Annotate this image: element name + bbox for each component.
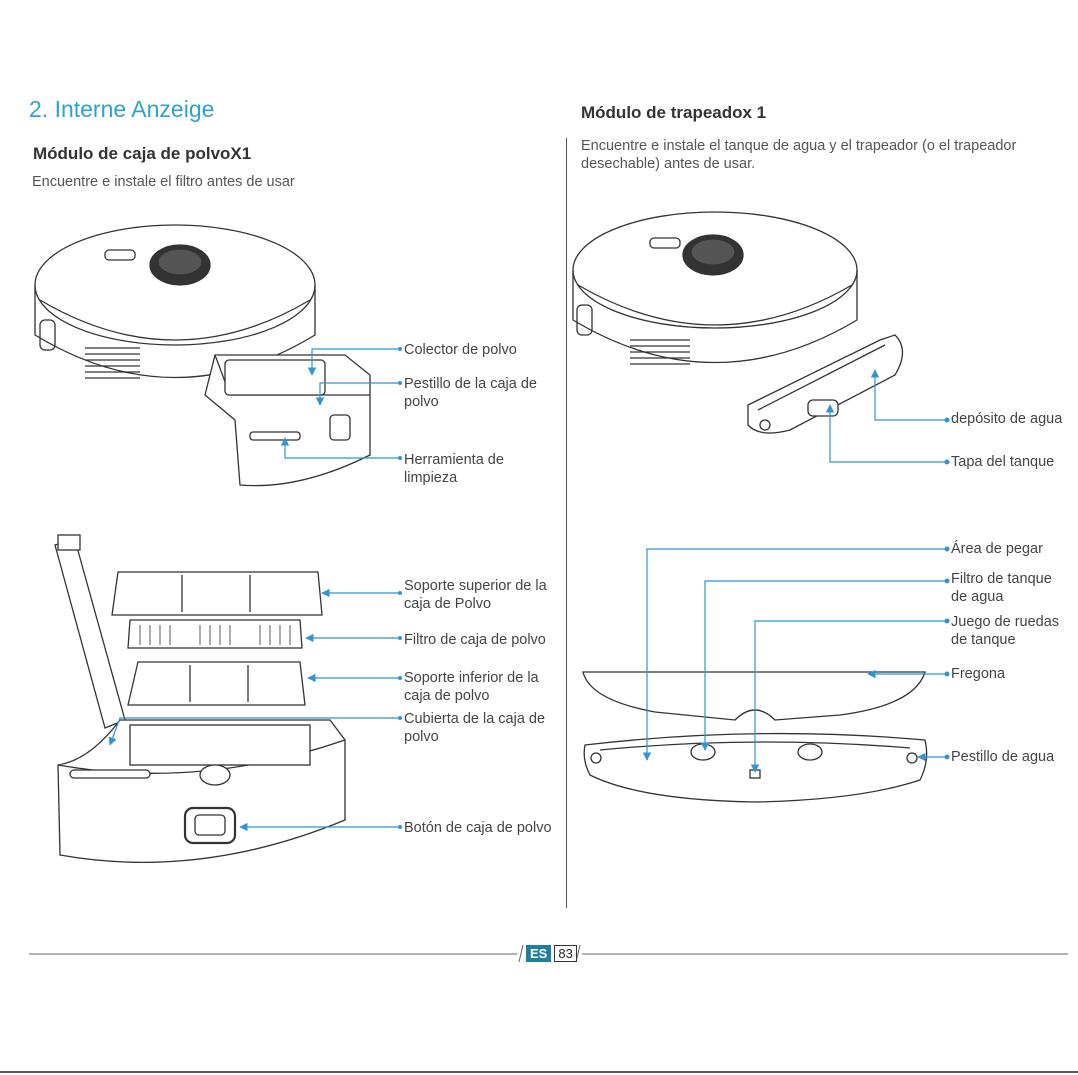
label-dust-collector: Colector de polvo [404,342,517,358]
water-tank-drawing [747,334,904,434]
language-badge: ES [526,945,552,962]
label-dustbox-filter: Filtro de caja de polvo [404,632,546,648]
right-intro: Encuentre e instale el tanque de agua y … [581,138,1017,172]
page-number: 83 [554,945,577,962]
label-water-tank: depósito de agua [951,411,1063,427]
dust-box-drawing [204,354,371,487]
robot-right-drawing [572,211,858,365]
mop-drawing [582,671,926,721]
label-lower-support: Soporte inferior de la caja de polvo [404,670,539,704]
label-water-latch: Pestillo de agua [951,749,1055,765]
label-tank-wheels: Juego de ruedas de tanque [951,614,1060,648]
robot-left-drawing [34,224,316,379]
section-title: 2. Interne Anzeige [29,96,215,122]
right-heading: Módulo de trapeadox 1 [581,103,767,122]
label-upper-support: Soporte superior de la caja de Polvo [404,578,547,612]
label-tank-lid: Tapa del tanque [951,454,1055,470]
label-stick-area: Área de pegar [951,541,1043,557]
label-tank-filter: Filtro de tanque de agua [951,571,1052,605]
exploded-dustbox-drawing [54,534,346,863]
label-dustbox-button: Botón de caja de polvo [404,820,552,836]
label-dustbox-latch: Pestillo de la caja de polvo [404,376,537,410]
label-mop: Fregona [951,666,1006,682]
left-intro: Encuentre e instale el filtro antes de u… [32,174,295,190]
left-heading: Módulo de caja de polvoX1 [33,144,252,163]
column-divider [566,138,567,908]
label-cleaning-tool: Herramienta de limpieza [404,452,504,486]
label-dustbox-cover: Cubierta de la caja de polvo [404,711,546,745]
page-footer-tag: ES 83 [526,945,577,962]
